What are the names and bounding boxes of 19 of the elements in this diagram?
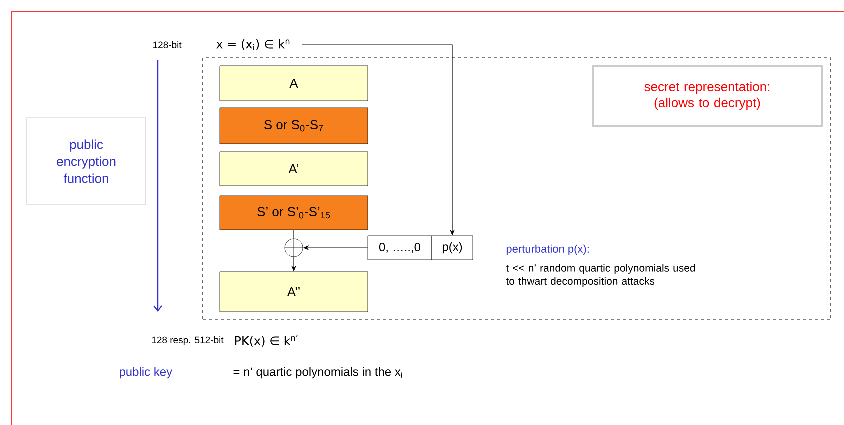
note-heading: perturbation p(x): <box>506 244 589 256</box>
sbox-layer-box: S’ or S’$_{0}$-S’$_{15}$ <box>220 196 368 230</box>
term-label: public key <box>120 367 173 379</box>
xor-circle <box>284 238 304 258</box>
note-text: t << n’ random quartic polynomials used to thwart decomposition attacks <box>506 264 696 288</box>
note-box: public encryption function <box>26 118 146 206</box>
sbox-layer-box: S or S$_{0}$-S$_{7}$ <box>220 108 368 144</box>
label: 128-bit <box>153 42 182 48</box>
vector-box: 0, …..,0 <box>368 236 432 260</box>
definition-text: = n’ quartic polynomials in the x$_{i}$ <box>234 367 402 379</box>
note-box: secret representation: (allows to decrypt) <box>592 65 823 127</box>
label: 128 resp. 512-bit <box>152 336 224 346</box>
label: PK(x) ∈ k$^{n’}$ <box>235 335 298 347</box>
layer-box: A’ <box>220 152 368 186</box>
input-formula: x = (x$_{i}$) ∈ k$^{n}$ <box>216 39 290 51</box>
secret-region <box>202 58 832 320</box>
layer-box: A <box>220 66 368 102</box>
vector-box: p(x) <box>432 236 474 260</box>
layer-box: A’’ <box>220 272 368 312</box>
